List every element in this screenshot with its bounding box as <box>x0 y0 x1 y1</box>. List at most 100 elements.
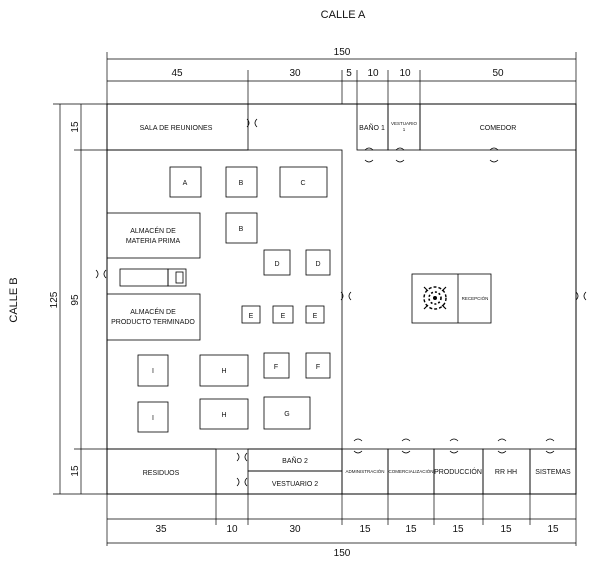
machine-label: I <box>152 415 154 422</box>
machines: A B C B D D E E E F F I H I H G <box>137 166 331 433</box>
machine-f <box>263 352 290 379</box>
door-icon <box>497 438 507 454</box>
dim-top-seg-3: 5 <box>346 68 352 79</box>
reception-area: RECEPCIÓN <box>411 273 492 324</box>
machine-label: F <box>316 364 320 371</box>
label-sala-reuniones: SALA DE REUNIONES <box>140 125 213 132</box>
machine-label: H <box>221 368 226 375</box>
warehouse-finished-product: ALMACÉN DE PRODUCTO TERMINADO <box>106 293 201 341</box>
label-administracion: ADMINISTRACIÓN <box>345 468 384 474</box>
machine-b <box>225 212 258 244</box>
dim-left-bottom: 15 <box>70 465 81 477</box>
machine-label: C <box>300 180 305 187</box>
label-comercializacion: COMERCIALIZACIÓN <box>388 468 433 474</box>
bottom-dimensions: 35 10 30 15 15 15 15 15 150 <box>106 494 577 559</box>
warehouse-raw-material: ALMACÉN DE MATERIA PRIMA <box>106 212 201 259</box>
door-icon <box>401 438 411 454</box>
tree-icon <box>423 286 447 310</box>
bottom-rooms: RESIDUOS BAÑO 2 VESTUARIO 2 ADMINISTRACI… <box>106 448 577 495</box>
machine-d <box>305 249 331 276</box>
dim-top-seg-5: 10 <box>399 68 411 79</box>
machine-label: B <box>239 180 244 187</box>
door-icon <box>575 291 587 301</box>
machine-i <box>137 401 169 433</box>
truck-icon <box>119 268 187 287</box>
dim-bottom-seg-7: 15 <box>500 524 512 535</box>
door-icon <box>236 477 248 487</box>
label-comedor: COMEDOR <box>480 125 517 132</box>
dim-left-top: 15 <box>70 121 81 133</box>
dim-left-mid: 95 <box>70 294 81 306</box>
machine-g <box>263 396 311 430</box>
dim-top-seg-6: 50 <box>492 68 504 79</box>
production-hall <box>106 149 343 450</box>
dim-bottom-seg-8: 15 <box>547 524 559 535</box>
street-label-top: CALLE A <box>321 9 366 21</box>
door-icon <box>95 269 107 279</box>
dim-top-seg-2: 30 <box>289 68 301 79</box>
machine-f <box>305 352 331 379</box>
machine-a <box>169 166 202 198</box>
street-label-left: CALLE B <box>8 277 20 322</box>
room-sistemas <box>529 448 577 495</box>
doors <box>95 118 587 487</box>
machine-label: E <box>281 313 286 320</box>
dim-left-total: 125 <box>49 291 60 308</box>
door-icon <box>340 291 352 301</box>
label-sistemas: SISTEMAS <box>535 469 571 476</box>
machine-label: A <box>183 180 188 187</box>
label-almacen-pt-2: PRODUCTO TERMINADO <box>111 319 195 326</box>
machine-label: I <box>152 368 154 375</box>
dim-bottom-total: 150 <box>334 548 351 559</box>
machine-b <box>225 166 258 198</box>
machine-label: F <box>274 364 278 371</box>
machine-h <box>199 398 249 430</box>
label-bano-1: BAÑO 1 <box>359 123 385 132</box>
dim-bottom-seg-5: 15 <box>405 524 417 535</box>
dim-top-seg-4: 10 <box>367 68 379 79</box>
label-vestuario-2: VESTUARIO 2 <box>272 481 318 488</box>
room-almacen-pt <box>106 293 201 341</box>
label-almacen-mp-2: MATERIA PRIMA <box>126 238 181 245</box>
door-icon <box>246 118 258 128</box>
top-rooms: SALA DE REUNIONES BAÑO 1 VESTUARIO 1 COM… <box>106 103 577 151</box>
door-icon <box>236 452 248 462</box>
label-almacen-pt-1: ALMACÉN DE <box>130 307 176 316</box>
label-vestuario-1-num: 1 <box>403 127 406 132</box>
machine-label: D <box>315 261 320 268</box>
dim-top-seg-1: 45 <box>171 68 183 79</box>
machine-c <box>279 166 328 198</box>
dim-bottom-seg-1: 35 <box>155 524 167 535</box>
dim-top-total: 150 <box>334 47 351 58</box>
room-residuos <box>106 448 217 495</box>
machine-label: D <box>274 261 279 268</box>
machine-i <box>137 354 169 387</box>
label-rrhh: RR HH <box>495 469 517 476</box>
door-icon <box>545 438 555 454</box>
machine-label: E <box>249 313 254 320</box>
dim-bottom-seg-2: 10 <box>226 524 238 535</box>
machine-label: E <box>313 313 318 320</box>
room-almacen-mp <box>106 212 201 259</box>
machine-e <box>272 305 294 324</box>
door-icon <box>449 438 459 454</box>
label-vestuario-1: VESTUARIO <box>391 121 418 126</box>
label-almacen-mp-1: ALMACÉN DE <box>130 226 176 235</box>
left-dimensions: 125 15 95 15 <box>49 103 107 495</box>
dim-bottom-seg-6: 15 <box>452 524 464 535</box>
room-recepcion <box>411 273 492 324</box>
label-recepcion: RECEPCIÓN <box>462 295 489 301</box>
machine-e <box>305 305 325 324</box>
machine-label: B <box>239 226 244 233</box>
label-produccion: PRODUCCIÓN <box>434 467 482 476</box>
top-dimensions: 150 45 30 5 10 10 50 <box>106 47 577 104</box>
machine-h <box>199 354 249 387</box>
machine-label: G <box>284 411 289 418</box>
machine-e <box>241 305 261 324</box>
machine-d <box>263 249 291 276</box>
dim-bottom-seg-4: 15 <box>359 524 371 535</box>
door-icon <box>353 438 363 454</box>
label-residuos: RESIDUOS <box>143 470 180 477</box>
machine-label: H <box>221 412 226 419</box>
